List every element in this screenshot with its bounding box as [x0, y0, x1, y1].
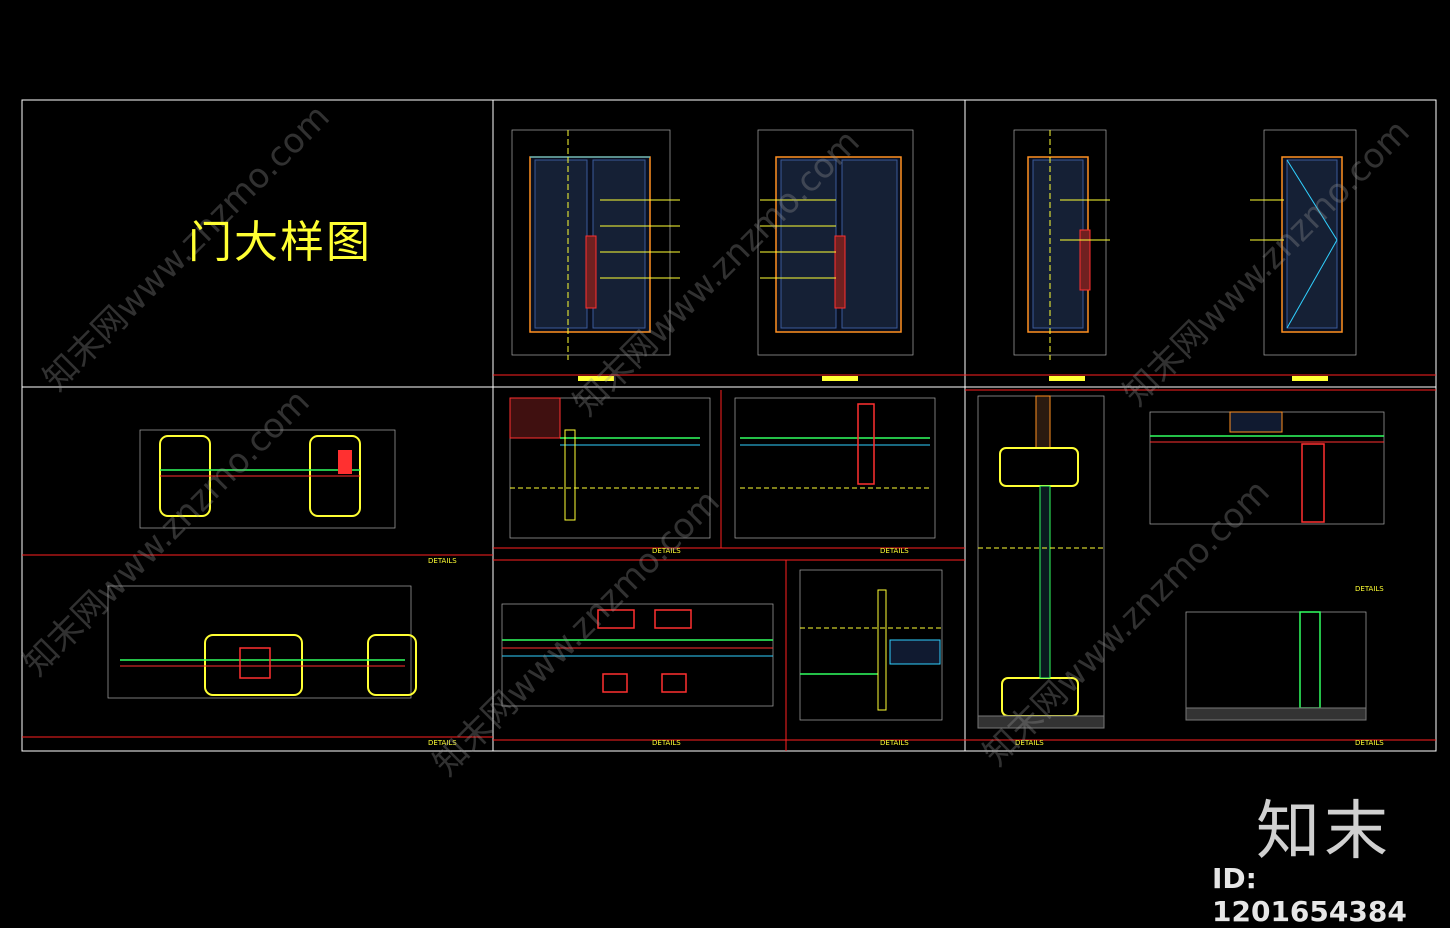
section-detail-h [1149, 411, 1385, 525]
detail-label-8: DETAILS [1015, 739, 1044, 747]
section-detail-f [799, 569, 943, 721]
sheet-title: 门大样图 [188, 217, 372, 268]
detail-label-1: DETAILS [428, 557, 457, 565]
section-detail-c [509, 397, 711, 539]
single-door-elevation-left [1013, 129, 1107, 360]
image-id: ID: 1201654384 [1212, 862, 1407, 928]
brand-logo: 知末 [1256, 795, 1392, 869]
detail-label-3: DETAILS [652, 547, 681, 555]
plan-detail-b [107, 585, 417, 699]
vertical-section-g [977, 395, 1105, 729]
annotation-leaders [600, 199, 1284, 279]
title-blocks [578, 376, 1328, 381]
plan-detail-a [139, 429, 396, 529]
detail-label-6: DETAILS [880, 739, 909, 747]
single-door-elevation-right [1263, 129, 1357, 356]
section-detail-d [734, 397, 936, 539]
detail-label-9: DETAILS [1355, 739, 1384, 747]
section-detail-i [1185, 611, 1367, 721]
double-door-elevation-left [511, 129, 671, 360]
sheet-frame [21, 99, 1437, 752]
detail-label-5: DETAILS [652, 739, 681, 747]
section-detail-e [501, 603, 774, 707]
detail-label-4: DETAILS [880, 547, 909, 555]
double-door-elevation-right [757, 129, 914, 356]
detail-label-7: DETAILS [1355, 585, 1384, 593]
detail-label-2: DETAILS [428, 739, 457, 747]
cut-lines [22, 374, 1436, 751]
